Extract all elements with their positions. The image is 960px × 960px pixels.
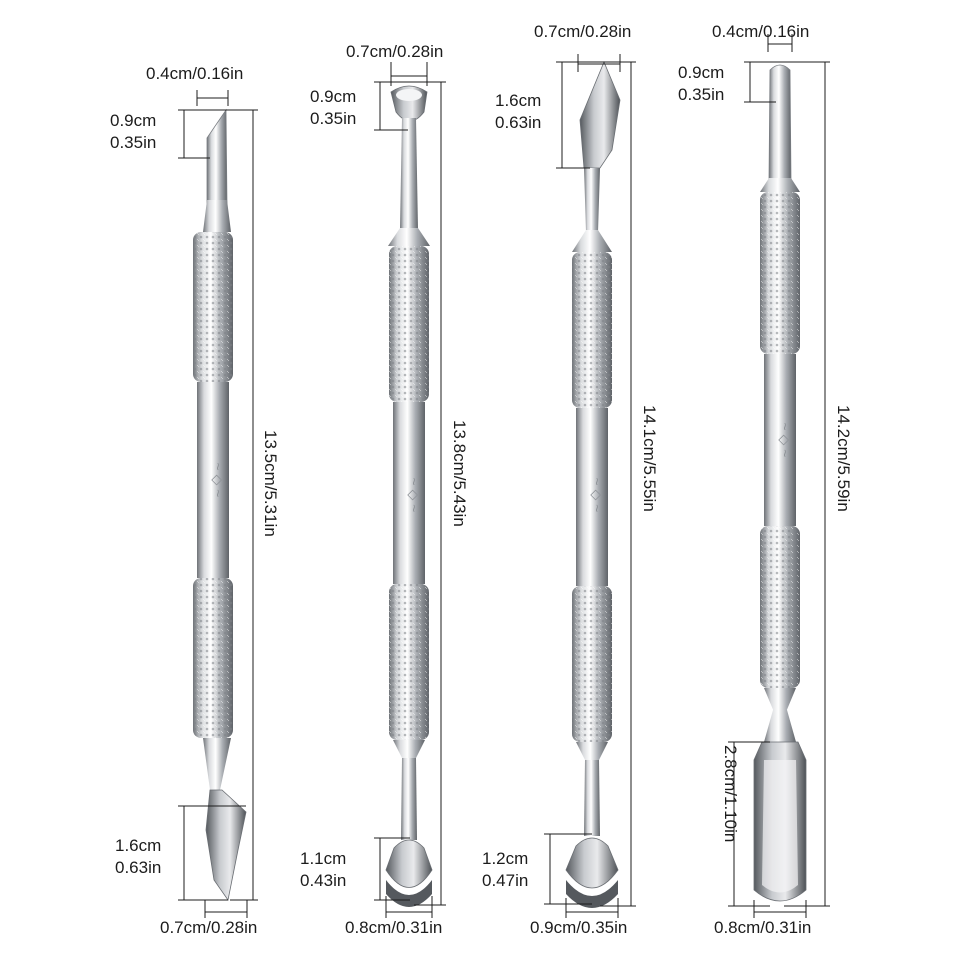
tool-3-top-blade: [579, 60, 621, 169]
dimension-lines: [178, 34, 830, 918]
tool-2-shaft: [393, 402, 425, 584]
tool-3-top-length-in: 0.63in: [495, 113, 542, 132]
tool-2-top-length-label: 0.9cm 0.35in: [310, 86, 356, 130]
tool-3-bottom-length-cm: 1.2cm: [482, 849, 529, 868]
tool-4-rod-scoop: ~ ◇ ~: [753, 64, 807, 902]
tool-1-top-width-label: 0.4cm/0.16in: [146, 64, 244, 83]
tool-4-top-rod-tip: [768, 64, 792, 181]
tool-1-top-length-cm: 0.9cm: [110, 111, 157, 130]
tool-3-bottom-width-label: 0.9cm/0.35in: [530, 918, 628, 937]
tool-1-total-length-label: 13.5cm/5.31in: [261, 430, 280, 537]
tool-1-bottom-length-in: 0.63in: [115, 858, 162, 877]
tool-1-engraving-mark: ~ ◇ ~: [210, 463, 226, 498]
tool-1-top-length-in: 0.35in: [110, 133, 157, 152]
tool-2-top-width-label: 0.7cm/0.28in: [346, 42, 444, 61]
tool-1-bottom-length-label: 1.6cm 0.63in: [115, 835, 161, 879]
tool-4-top-width-label: 0.4cm/0.16in: [712, 22, 810, 41]
tool-3-top-length-cm: 1.6cm: [495, 91, 542, 110]
tool-2-total-length-label: 13.8cm/5.43in: [450, 420, 469, 527]
tool-4-top-length-cm: 0.9cm: [678, 63, 725, 82]
tool-3-top-width-label: 0.7cm/0.28in: [534, 22, 632, 41]
tool-1-bottom-length-cm: 1.6cm: [115, 836, 162, 855]
tool-1-pusher-blade: ~ ◇ ~: [193, 108, 247, 901]
tool-2-spoon-scraper: ~ ◇ ~: [385, 85, 433, 907]
tool-4-bottom-width-label: 0.8cm/0.31in: [714, 918, 812, 937]
tool-2-bottom-width-label: 0.8cm/0.31in: [345, 918, 443, 937]
tool-4-top-length-label: 0.9cm 0.35in: [678, 62, 724, 106]
tool-4-total-length-label: 14.2cm/5.59in: [834, 405, 853, 512]
tool-3-total-length-label: 14.1cm/5.55in: [640, 405, 659, 512]
tool-1-shaft: [197, 382, 229, 578]
tool-3-engraving-mark: ~ ◇ ~: [589, 478, 605, 513]
tool-2-engraving-mark: ~ ◇ ~: [406, 478, 422, 513]
tool-2-top-length-cm: 0.9cm: [310, 87, 357, 106]
tool-3-top-length-label: 1.6cm 0.63in: [495, 90, 541, 134]
tool-4-engraving-mark: ~ ◇ ~: [777, 423, 793, 458]
tool-3-blade-pusher: ~ ◇ ~: [565, 60, 621, 908]
tool-2-bottom-length-cm: 1.1cm: [300, 849, 347, 868]
tool-2-top-length-in: 0.35in: [310, 109, 357, 128]
tool-4-bottom-length-label: 2.8cm/1.10in: [721, 745, 740, 843]
tool-4-shaft: [764, 354, 796, 526]
tool-2-bottom-pusher: [385, 839, 433, 888]
tool-3-bottom-length-in: 0.47in: [482, 871, 529, 890]
tool-3-bottom-pusher: [565, 837, 619, 889]
tool-3-bottom-length-label: 1.2cm 0.47in: [482, 848, 528, 892]
tool-2-bottom-length-in: 0.43in: [300, 871, 347, 890]
tool-1-bottom-blade: [205, 789, 247, 901]
tool-4-top-length-in: 0.35in: [678, 85, 725, 104]
tool-2-bottom-length-label: 1.1cm 0.43in: [300, 848, 346, 892]
tool-3-shaft: [576, 408, 608, 586]
tool-1-top-length-label: 0.9cm 0.35in: [110, 110, 156, 154]
tool-1-bottom-width-label: 0.7cm/0.28in: [160, 918, 258, 937]
